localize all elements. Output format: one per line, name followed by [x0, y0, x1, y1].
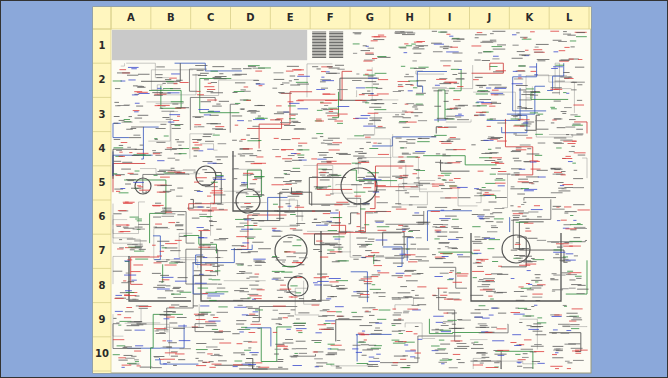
column-label: I: [448, 12, 452, 24]
column-label: J: [488, 12, 492, 24]
map-panel: [93, 7, 591, 373]
column-label: B: [167, 12, 175, 24]
column-label: F: [327, 12, 334, 24]
row-label: 2: [99, 74, 106, 86]
column-header-band: [93, 7, 591, 29]
column-label: L: [566, 12, 572, 24]
pathway-drawing: [113, 31, 590, 369]
row-header-band: [93, 29, 111, 373]
row-label: 4: [99, 143, 106, 155]
blank-box: [112, 30, 307, 60]
column-label: E: [287, 12, 294, 24]
row-label: 9: [99, 314, 106, 326]
grid-separators: [93, 7, 591, 373]
column-label: H: [406, 12, 414, 24]
row-label: 8: [99, 280, 106, 292]
row-label: 3: [99, 109, 106, 121]
row-label: 7: [99, 245, 106, 257]
row-label: 5: [99, 177, 106, 189]
row-label: 1: [99, 40, 106, 52]
column-label: C: [207, 12, 214, 24]
row-label: 10: [95, 348, 109, 360]
row-label: 6: [99, 211, 106, 223]
column-label: K: [525, 12, 533, 24]
column-label: D: [246, 12, 254, 24]
column-label: G: [366, 12, 374, 24]
column-label: A: [127, 12, 135, 24]
